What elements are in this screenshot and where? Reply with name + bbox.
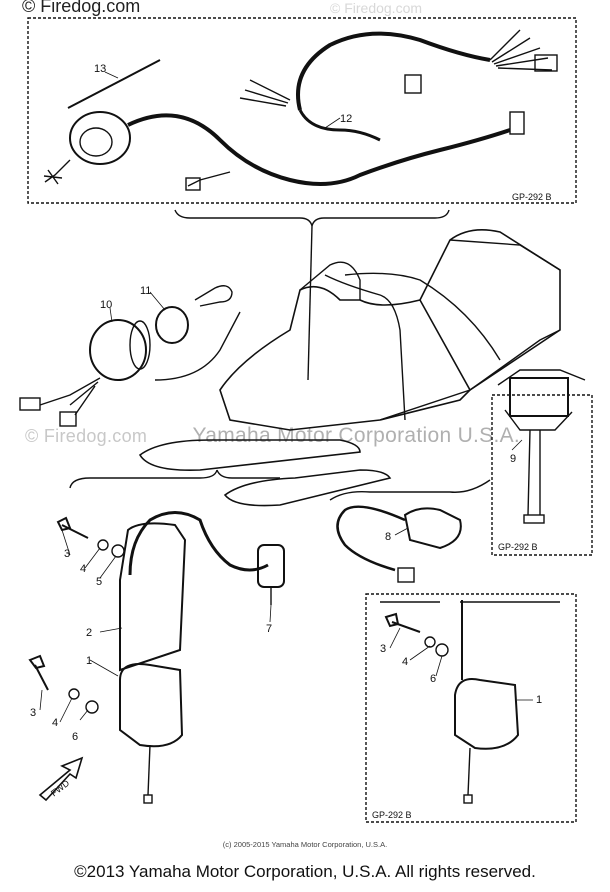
callout-6a: 6: [72, 731, 78, 743]
coil-lead: [128, 511, 269, 576]
snowmobile-windshield: [299, 261, 361, 300]
plug-lower-box: [185, 177, 201, 191]
callout-2: 2: [86, 627, 92, 639]
washer-6b: [435, 643, 449, 657]
coil-box-label: GP-292 B: [372, 810, 412, 820]
watermark-faint: © Firedog.com: [330, 0, 423, 16]
harness-12: [127, 113, 511, 186]
bolt-3a: [56, 516, 89, 539]
snowmobile-ski-left: [138, 439, 361, 472]
relay-box: [491, 394, 593, 556]
fwd-label: FWD: [49, 778, 72, 799]
harness-leader: [307, 225, 313, 381]
callout-3b: 3: [30, 707, 36, 719]
callout-5a: 5: [96, 576, 102, 588]
callout-10: 10: [100, 299, 112, 311]
callout-6b: 6: [430, 673, 436, 685]
plug-lower: [187, 171, 231, 187]
switch-plug-b: [59, 411, 77, 427]
relay-body: [509, 377, 569, 417]
watermark-middle: © Firedog.com Yamaha Motor Corporation U…: [25, 424, 520, 448]
main-switch-body: [89, 319, 147, 381]
vehicle-cable: [324, 274, 406, 421]
callout-4a: 4: [80, 563, 86, 575]
washer-4c: [424, 636, 436, 648]
snowmobile-seat: [419, 229, 561, 391]
gauge-connector: [43, 159, 71, 185]
watermark-top: © Firedog.com: [22, 0, 141, 16]
coil-box: [365, 593, 577, 823]
callout-13: 13: [94, 63, 106, 75]
sensor-8-cable: [336, 505, 406, 572]
harness-bracket: [174, 209, 450, 227]
sensor-8-plug: [397, 567, 415, 583]
callout-4c: 4: [402, 656, 408, 668]
washer-5a: [111, 544, 125, 558]
bracket-8: [329, 479, 491, 501]
harness-box: [27, 17, 577, 204]
connector-mid-right: [509, 111, 525, 135]
snowmobile-seat-top: [449, 239, 561, 271]
snowmobile-track: [379, 329, 561, 421]
callout-9: 9: [510, 453, 516, 465]
cdi-wire-1b: [467, 747, 471, 796]
bolt-3c: [384, 612, 421, 633]
harness-12-upper: [296, 31, 491, 111]
harness-12-mid: [298, 109, 381, 142]
watermark-middle-small: © Firedog.com: [25, 426, 148, 446]
main-switch-face: [129, 320, 151, 370]
washer-6a: [85, 700, 99, 714]
cdi-unit-1b: [454, 678, 520, 750]
coil-bracket: [69, 469, 280, 489]
fwd-arrow: [38, 756, 84, 802]
callout-7: 7: [266, 623, 272, 635]
callout-3c: 3: [380, 643, 386, 655]
washer-4b: [68, 688, 80, 700]
cdi-terminal-1b: [463, 794, 473, 804]
coil-body-2: [119, 522, 187, 672]
copyright-caption: (c) 2005-2015 Yamaha Motor Corporation, …: [222, 840, 388, 849]
callout-12: 12: [340, 113, 352, 125]
cdi-terminal-1: [143, 794, 153, 804]
connector-top-right: [534, 54, 558, 72]
wire-fan-right: [489, 29, 553, 71]
cable-13: [67, 59, 161, 109]
ignition-key: [194, 285, 233, 307]
harness-box-label: GP-292 B: [512, 192, 552, 202]
snowmobile-ski-right: [223, 469, 392, 507]
washer-4a: [97, 539, 109, 551]
key-switch-cap: [155, 306, 189, 344]
callout-4b: 4: [52, 717, 58, 729]
switch-wires: [39, 377, 101, 416]
watermark-middle-text: Yamaha Motor Corporation U.S.A.: [192, 424, 521, 447]
callout-1b: 1: [536, 694, 542, 706]
spark-plug-cap-7: [257, 544, 285, 588]
callout-3a: 3: [64, 548, 70, 560]
gauge-face: [79, 127, 113, 157]
relay-wires: [527, 429, 541, 516]
switch-plug-a: [19, 397, 41, 411]
bolt-3b: [28, 654, 49, 691]
callout-8: 8: [385, 531, 391, 543]
cdi-unit-1: [119, 663, 184, 748]
callout-11: 11: [140, 285, 151, 297]
relay-mount: [504, 409, 573, 431]
snowmobile-hood: [219, 285, 471, 431]
wire-fan-left: [239, 79, 291, 107]
relay-terminals: [523, 514, 545, 524]
gauge-housing: [69, 111, 131, 165]
sensor-8: [403, 507, 462, 550]
copyright-footer: ©2013 Yamaha Motor Corporation, U.S.A. A…: [74, 862, 536, 881]
relay-box-label: GP-292 B: [498, 542, 538, 552]
leader-lines: [39, 71, 533, 723]
switch-bracket: [154, 311, 241, 381]
cdi-wire-1: [147, 744, 151, 796]
callout-1a: 1: [86, 655, 92, 667]
vehicle-cable-top: [344, 272, 501, 361]
connector-mid-left: [404, 74, 422, 94]
